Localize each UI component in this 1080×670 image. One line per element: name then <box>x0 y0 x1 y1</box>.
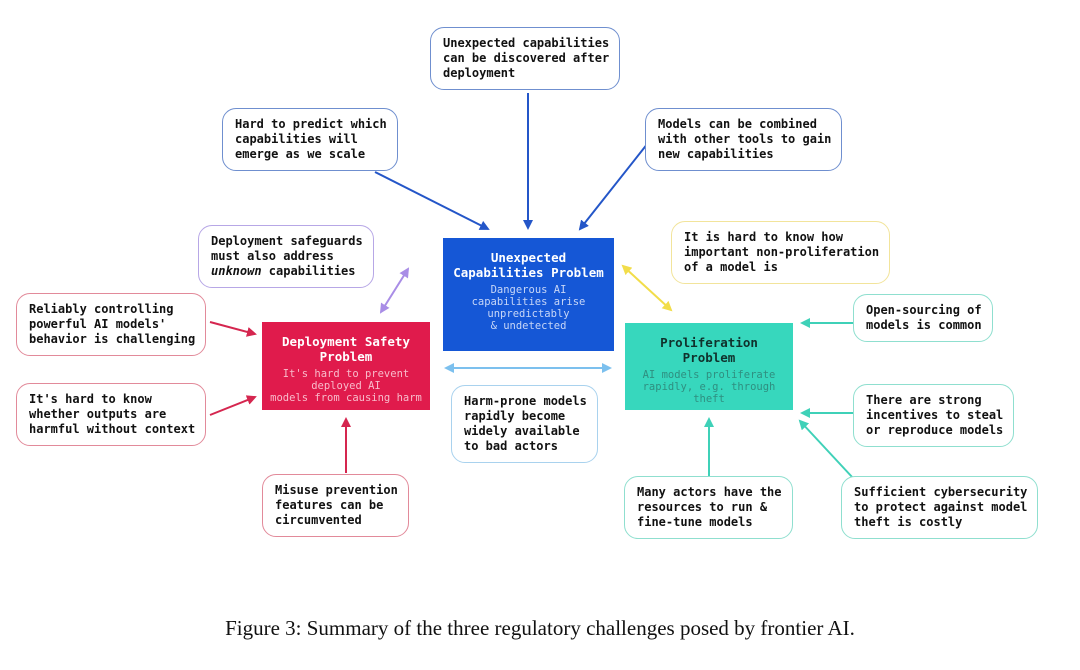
note-strong-incentives: There are strong incentives to steal or … <box>853 384 1015 447</box>
note-safeguards-unknown: Deployment safeguards must also address … <box>198 225 374 288</box>
note-open-sourcing: Open-sourcing of models is common <box>853 294 993 342</box>
note-discovered-after-deployment: Unexpected capabilities can be discovere… <box>430 27 621 90</box>
arrow-context-to-deployment <box>209 395 257 416</box>
note-hard-to-predict: Hard to predict which capabilities will … <box>222 108 398 171</box>
note-reliably-controlling: Reliably controlling powerful AI models'… <box>16 293 207 356</box>
note-many-actors: Many actors have the resources to run & … <box>624 476 793 539</box>
deployment-safety-problem-box: Deployment Safety Problem It's hard to p… <box>262 322 430 410</box>
emphasis-unknown: unknown <box>211 264 262 278</box>
proliferation-problem-box: Proliferation Problem AI models prolifer… <box>625 323 793 410</box>
arrow-capabilities-deployment-link <box>379 267 410 314</box>
problem-title: Deployment Safety Problem <box>282 334 410 364</box>
arrow-cybersecurity-to-proliferation <box>798 419 854 479</box>
problem-title: Unexpected Capabilities Problem <box>453 250 604 280</box>
note-harmful-without-context: It's hard to know whether outputs are ha… <box>16 383 207 446</box>
problem-description: AI models proliferate rapidly, e.g. thro… <box>642 369 776 405</box>
note-harm-prone-models: Harm-prone models rapidly become widely … <box>451 385 598 463</box>
arrow-combined-to-capabilities <box>578 142 649 231</box>
note-non-proliferation: It is hard to know how important non-pro… <box>671 221 891 284</box>
problem-description: It's hard to prevent deployed AI models … <box>270 368 422 404</box>
figure-caption: Figure 3: Summary of the three regulator… <box>225 616 855 640</box>
arrow-capabilities-proliferation-link <box>621 264 673 312</box>
note-cybersecurity: Sufficient cybersecurity to protect agai… <box>841 476 1039 539</box>
unexpected-capabilities-problem-box: Unexpected Capabilities Problem Dangerou… <box>443 238 614 351</box>
arrow-predict-to-capabilities <box>374 171 490 230</box>
problem-description: Dangerous AI capabilities arise unpredic… <box>471 284 586 332</box>
note-combined-with-tools: Models can be combined with other tools … <box>645 108 843 171</box>
problem-title: Proliferation Problem <box>660 335 758 365</box>
note-line: unknown capabilities <box>211 264 356 278</box>
note-misuse-prevention: Misuse prevention features can be circum… <box>262 474 409 537</box>
arrow-controlling-to-deployment <box>209 321 257 337</box>
